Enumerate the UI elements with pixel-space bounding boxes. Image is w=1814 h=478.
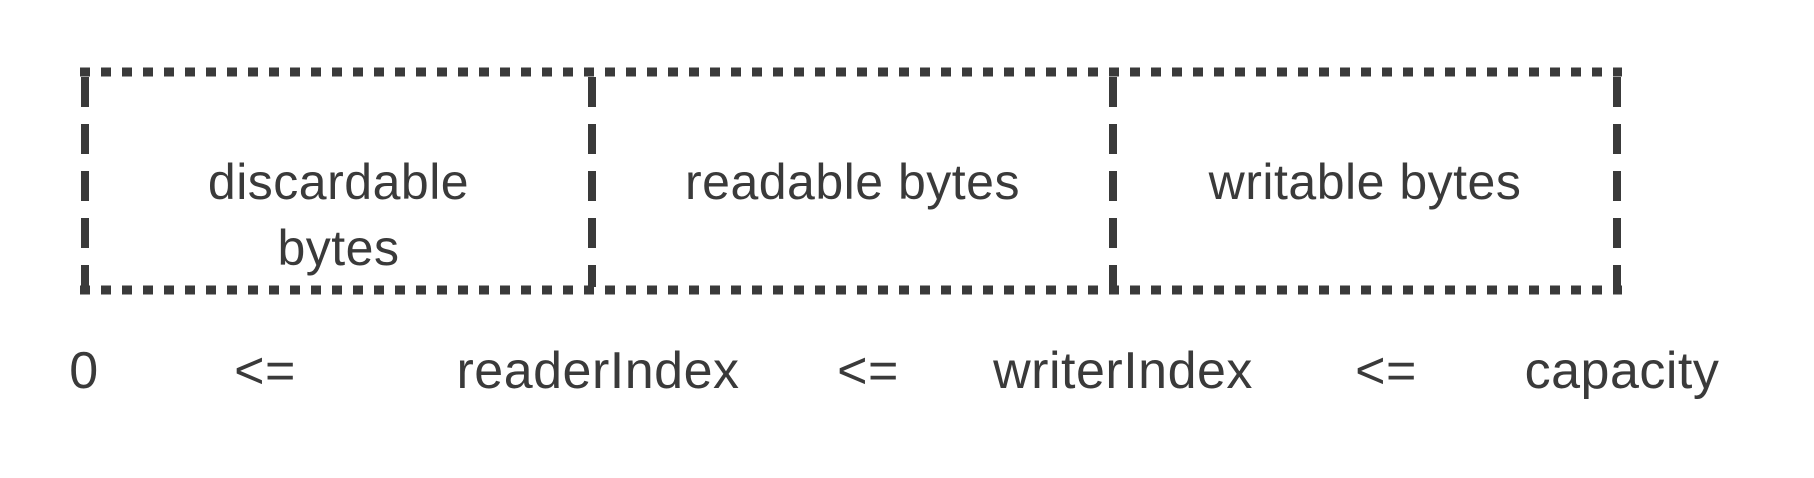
- segment-label-text: discardable bytes: [207, 154, 470, 276]
- segment-label-discardable-bytes: discardable bytes: [85, 149, 592, 281]
- axis-label-reader-index: readerIndex: [456, 342, 740, 400]
- segment-label-text: readable bytes: [684, 154, 1020, 210]
- segment-label-writable-bytes: writable bytes: [1113, 149, 1617, 215]
- operator-lte-2: <=: [837, 342, 899, 400]
- segment-label-readable-bytes: readable bytes: [592, 149, 1113, 215]
- axis-label-capacity: capacity: [1524, 342, 1720, 400]
- operator-lte-1: <=: [234, 342, 296, 400]
- operator-lte-3: <=: [1355, 342, 1417, 400]
- segment-label-text: writable bytes: [1208, 154, 1522, 210]
- axis-label-writer-index: writerIndex: [993, 342, 1253, 400]
- axis-label-zero: 0: [69, 342, 99, 400]
